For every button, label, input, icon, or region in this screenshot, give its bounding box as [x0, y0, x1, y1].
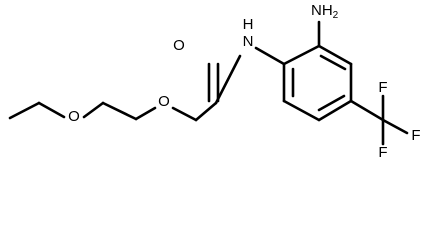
ether-o2-label: O	[68, 108, 80, 125]
atom-labels: NH2 N H O O O F F F	[68, 2, 420, 161]
ring-bond-2	[317, 44, 353, 66]
bond-ch2-carbonyl	[194, 101, 218, 122]
fluorine-bottom-label: F	[378, 144, 387, 161]
ring-bond-4-inner	[317, 94, 346, 112]
amide-h-label: H	[243, 16, 254, 33]
bond-ring-cf3	[349, 99, 385, 122]
bond-n-ring	[254, 46, 286, 66]
ring-bond-1	[282, 44, 321, 66]
bond-o2-c	[82, 101, 105, 119]
bond-c-c	[101, 101, 138, 121]
bond-ch2-o2	[37, 101, 66, 119]
ether-o1-label: O	[158, 93, 170, 110]
amide-n-label: N	[243, 33, 254, 50]
bond-o1-ch2	[171, 106, 198, 122]
ring-bond-5	[282, 99, 321, 122]
carbonyl-o-label: O	[173, 37, 185, 54]
fluorine-right-label: F	[411, 127, 420, 144]
bond-c-o1	[134, 106, 157, 121]
amino-label: NH2	[311, 2, 339, 21]
bond-c-f-right	[381, 118, 409, 135]
bond-carbonyl-n	[214, 54, 242, 105]
ring-bond-4	[317, 99, 353, 122]
bond-ch3-ch2	[8, 101, 41, 120]
chemical-structure: NH2 N H O O O F F F	[8, 2, 421, 161]
ring-bond-2-inner	[319, 54, 347, 71]
fluorine-top-label: F	[378, 79, 387, 96]
bonds	[8, 20, 409, 146]
